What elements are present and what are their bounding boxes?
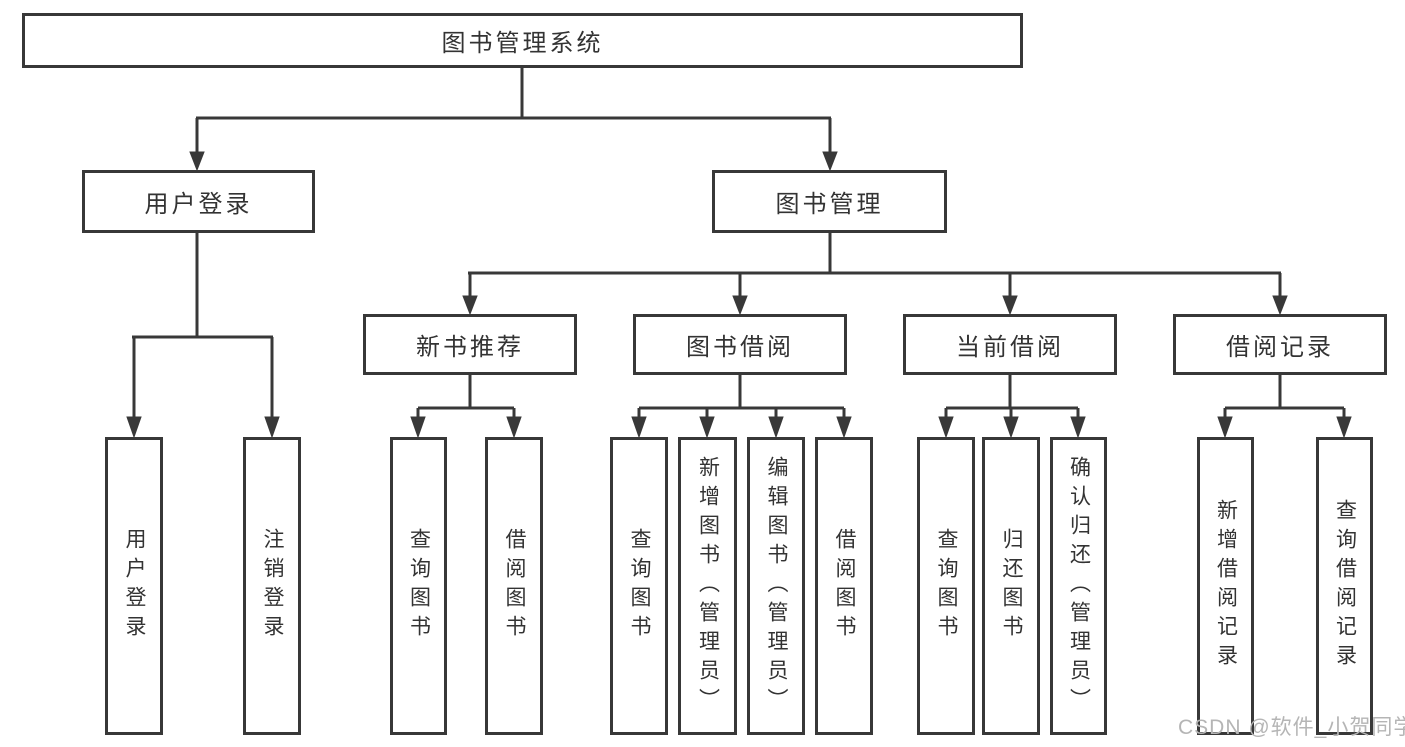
leaf-return-books: 归还图书 (982, 437, 1040, 735)
node-library-system: 图书管理系统 (22, 13, 1023, 68)
leaf-query-books-borrowing: 查询图书 (610, 437, 668, 735)
leaf-confirm-return-admin: 确认归还（管理员） (1050, 437, 1107, 735)
leaf-borrow-books-recommend: 借阅图书 (485, 437, 543, 735)
leaf-query-books-current: 查询图书 (917, 437, 975, 735)
leaf-user-login: 用户登录 (105, 437, 163, 735)
leaf-query-borrow-record: 查询借阅记录 (1316, 437, 1373, 735)
leaf-logout: 注销登录 (243, 437, 301, 735)
node-user-login: 用户登录 (82, 170, 315, 233)
node-borrowing-records: 借阅记录 (1173, 314, 1387, 375)
node-current-borrowing: 当前借阅 (903, 314, 1117, 375)
leaf-add-borrow-record: 新增借阅记录 (1197, 437, 1254, 735)
node-new-book-recommend: 新书推荐 (363, 314, 577, 375)
leaf-query-books-recommend: 查询图书 (390, 437, 447, 735)
node-book-borrowing: 图书借阅 (633, 314, 847, 375)
watermark: CSDN @软件_小贺同学 (1178, 716, 1405, 739)
leaf-edit-books-admin: 编辑图书（管理员） (747, 437, 805, 735)
leaf-add-books-admin: 新增图书（管理员） (678, 437, 737, 735)
leaf-borrow-books-borrowing: 借阅图书 (815, 437, 873, 735)
node-book-management: 图书管理 (712, 170, 947, 233)
